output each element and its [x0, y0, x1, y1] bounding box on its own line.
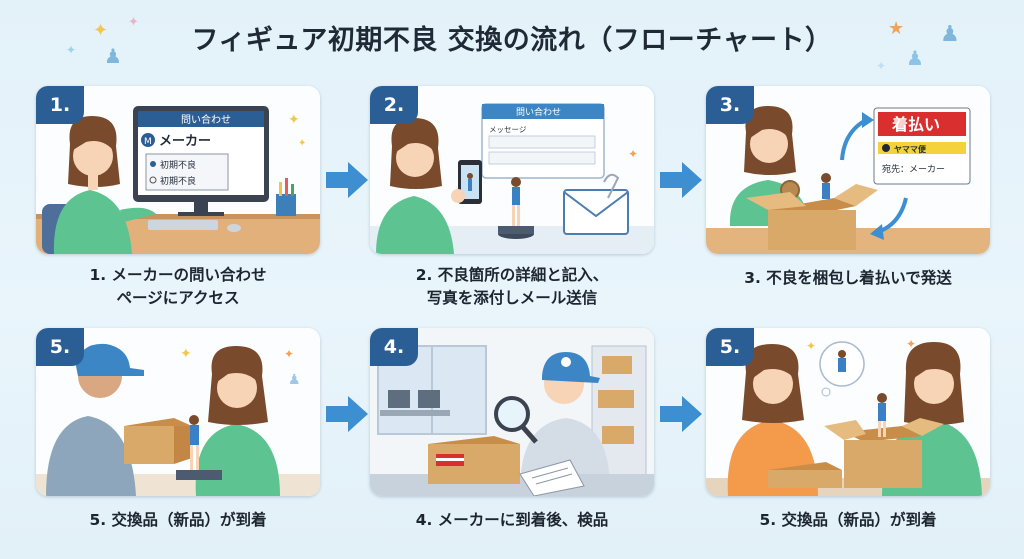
arrow-right-icon	[660, 162, 702, 198]
step-5a-caption: 5. 交換品（新品）が到着	[36, 509, 320, 532]
caption-line: 5. 交換品（新品）が到着	[759, 511, 937, 529]
step-2-badge: 2.	[370, 86, 418, 124]
figure-icon: ♟	[906, 46, 924, 70]
svg-text:✦: ✦	[806, 339, 816, 353]
svg-text:✦: ✦	[288, 112, 300, 128]
step-1-badge: 1.	[36, 86, 84, 124]
svg-text:M: M	[144, 137, 152, 147]
step-4-caption: 4. メーカーに到着後、検品	[370, 509, 654, 532]
caption-line: 2. 不良箇所の詳細と記入、	[415, 266, 609, 284]
sparkle-icon: ✦	[66, 43, 77, 57]
step-2-card: 問い合わせ メッセージ ✦ 2.	[370, 86, 654, 254]
star-icon: ★	[888, 18, 905, 39]
step-2-caption: 2. 不良箇所の詳細と記入、 写真を添付しメール送信	[370, 264, 654, 310]
caption-line: 写真を添付しメール送信	[426, 289, 598, 307]
step-5a-illustration: ✦ ✦ ♟	[36, 328, 320, 496]
form-field-label: メッセージ	[489, 125, 527, 134]
step-5a-card: ✦ ✦ ♟ 5.	[36, 328, 320, 496]
label-title-text: 着払い	[891, 115, 940, 134]
svg-text:✦: ✦	[906, 337, 916, 351]
step-3-badge: 3.	[706, 86, 754, 124]
svg-text:✦: ✦	[628, 147, 638, 161]
step-5b-badge: 5.	[706, 328, 754, 366]
svg-text:✦: ✦	[180, 346, 192, 362]
svg-text:♟: ♟	[288, 372, 301, 388]
caption-line: ページにアクセス	[116, 289, 240, 307]
step-1-illustration: 問い合わせ M メーカー 初期不良 初期不良 ✦ ✦	[36, 86, 320, 254]
step-5b-illustration: ✦ ✦	[706, 328, 990, 496]
step-4-badge: 4.	[370, 328, 418, 366]
form-header-text: 問い合わせ	[516, 106, 561, 118]
label-to-text: 宛先：メーカー	[882, 163, 945, 175]
figure-icon: ♟	[940, 22, 960, 47]
svg-text:✦: ✦	[284, 347, 294, 361]
step-5b-card: ✦ ✦ 5.	[706, 328, 990, 496]
label-carrier-text: ヤママ便	[894, 144, 927, 154]
step-3-caption: 3. 不良を梱包し着払いで発送	[706, 267, 990, 290]
caption-line: 5. 交換品（新品）が到着	[89, 511, 267, 529]
step-1-caption: 1. メーカーの問い合わせ ページにアクセス	[36, 264, 320, 310]
arrow-right-icon	[326, 162, 368, 198]
screen-option-2: 初期不良	[160, 175, 196, 187]
screen-header-text: 問い合わせ	[181, 113, 231, 126]
sparkle-icon: ✦	[93, 20, 109, 41]
step-5b-caption: 5. 交換品（新品）が到着	[706, 509, 990, 532]
caption-line: 4. メーカーに到着後、検品	[415, 511, 609, 529]
arrow-right-icon	[326, 396, 368, 432]
screen-option-1: 初期不良	[160, 159, 196, 171]
arrow-right-icon	[660, 396, 702, 432]
sparkle-icon: ✦	[876, 59, 887, 73]
step-3-card: 着払い ヤママ便 宛先：メーカー 3.	[706, 86, 990, 254]
screen-brand-text: メーカー	[159, 134, 211, 149]
page-title: フィギュア初期不良 交換の流れ（フローチャート）	[191, 25, 833, 56]
step-4-card: 4.	[370, 328, 654, 496]
caption-line: 1. メーカーの問い合わせ	[89, 266, 267, 284]
caption-line: 3. 不良を梱包し着払いで発送	[744, 269, 952, 287]
step-5a-badge: 5.	[36, 328, 84, 366]
figure-icon: ♟	[104, 44, 122, 68]
sparkle-icon: ✦	[128, 15, 139, 30]
step-1-card: 問い合わせ M メーカー 初期不良 初期不良 ✦ ✦ 1.	[36, 86, 320, 254]
svg-text:✦: ✦	[298, 138, 306, 149]
